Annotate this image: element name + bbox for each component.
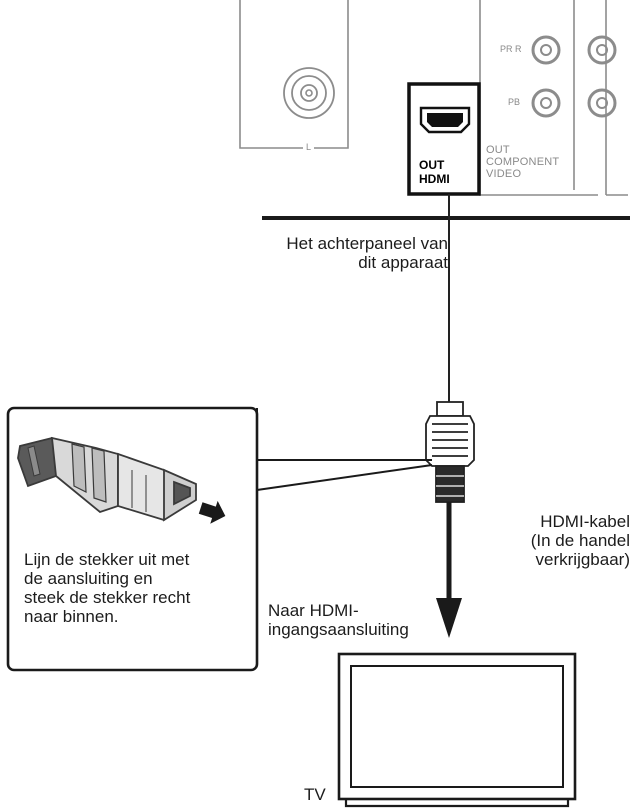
pr-jack-label: PR R bbox=[500, 44, 522, 54]
inset-leader-lines bbox=[256, 408, 433, 491]
hdmi-output-label: OUT HDMI bbox=[419, 158, 450, 186]
component-out-label: OUT bbox=[486, 144, 510, 156]
hdmi-plug-icon bbox=[17, 436, 197, 522]
component-name-label: COMPONENT bbox=[486, 156, 560, 168]
rca-jack-icon bbox=[283, 67, 335, 119]
hdmi-plug-icon bbox=[425, 401, 475, 503]
hdmi-port-icon bbox=[419, 106, 471, 134]
hdmi-output-jack bbox=[407, 82, 481, 196]
rca-jack-icon bbox=[531, 35, 617, 118]
inset-instruction: Lijn de stekker uit met de aansluiting e… bbox=[24, 550, 191, 626]
pb-jack-label: PB bbox=[508, 97, 521, 107]
tv-icon bbox=[337, 652, 577, 808]
hdmi-cable-caption: HDMI-kabel (In de handel verkrijgbaar) bbox=[530, 512, 630, 569]
rear-panel bbox=[239, 0, 628, 196]
tv-input-caption: Naar HDMI- ingangsaansluiting bbox=[268, 601, 409, 639]
audio-l-label: L bbox=[303, 142, 315, 152]
arrow-down-icon bbox=[436, 502, 462, 638]
rear-panel-caption: Het achterpaneel van dit apparaat bbox=[286, 234, 448, 272]
component-video-label: VIDEO bbox=[486, 168, 522, 180]
tv-label: TV bbox=[304, 785, 326, 804]
push-arrow-icon bbox=[198, 500, 226, 524]
